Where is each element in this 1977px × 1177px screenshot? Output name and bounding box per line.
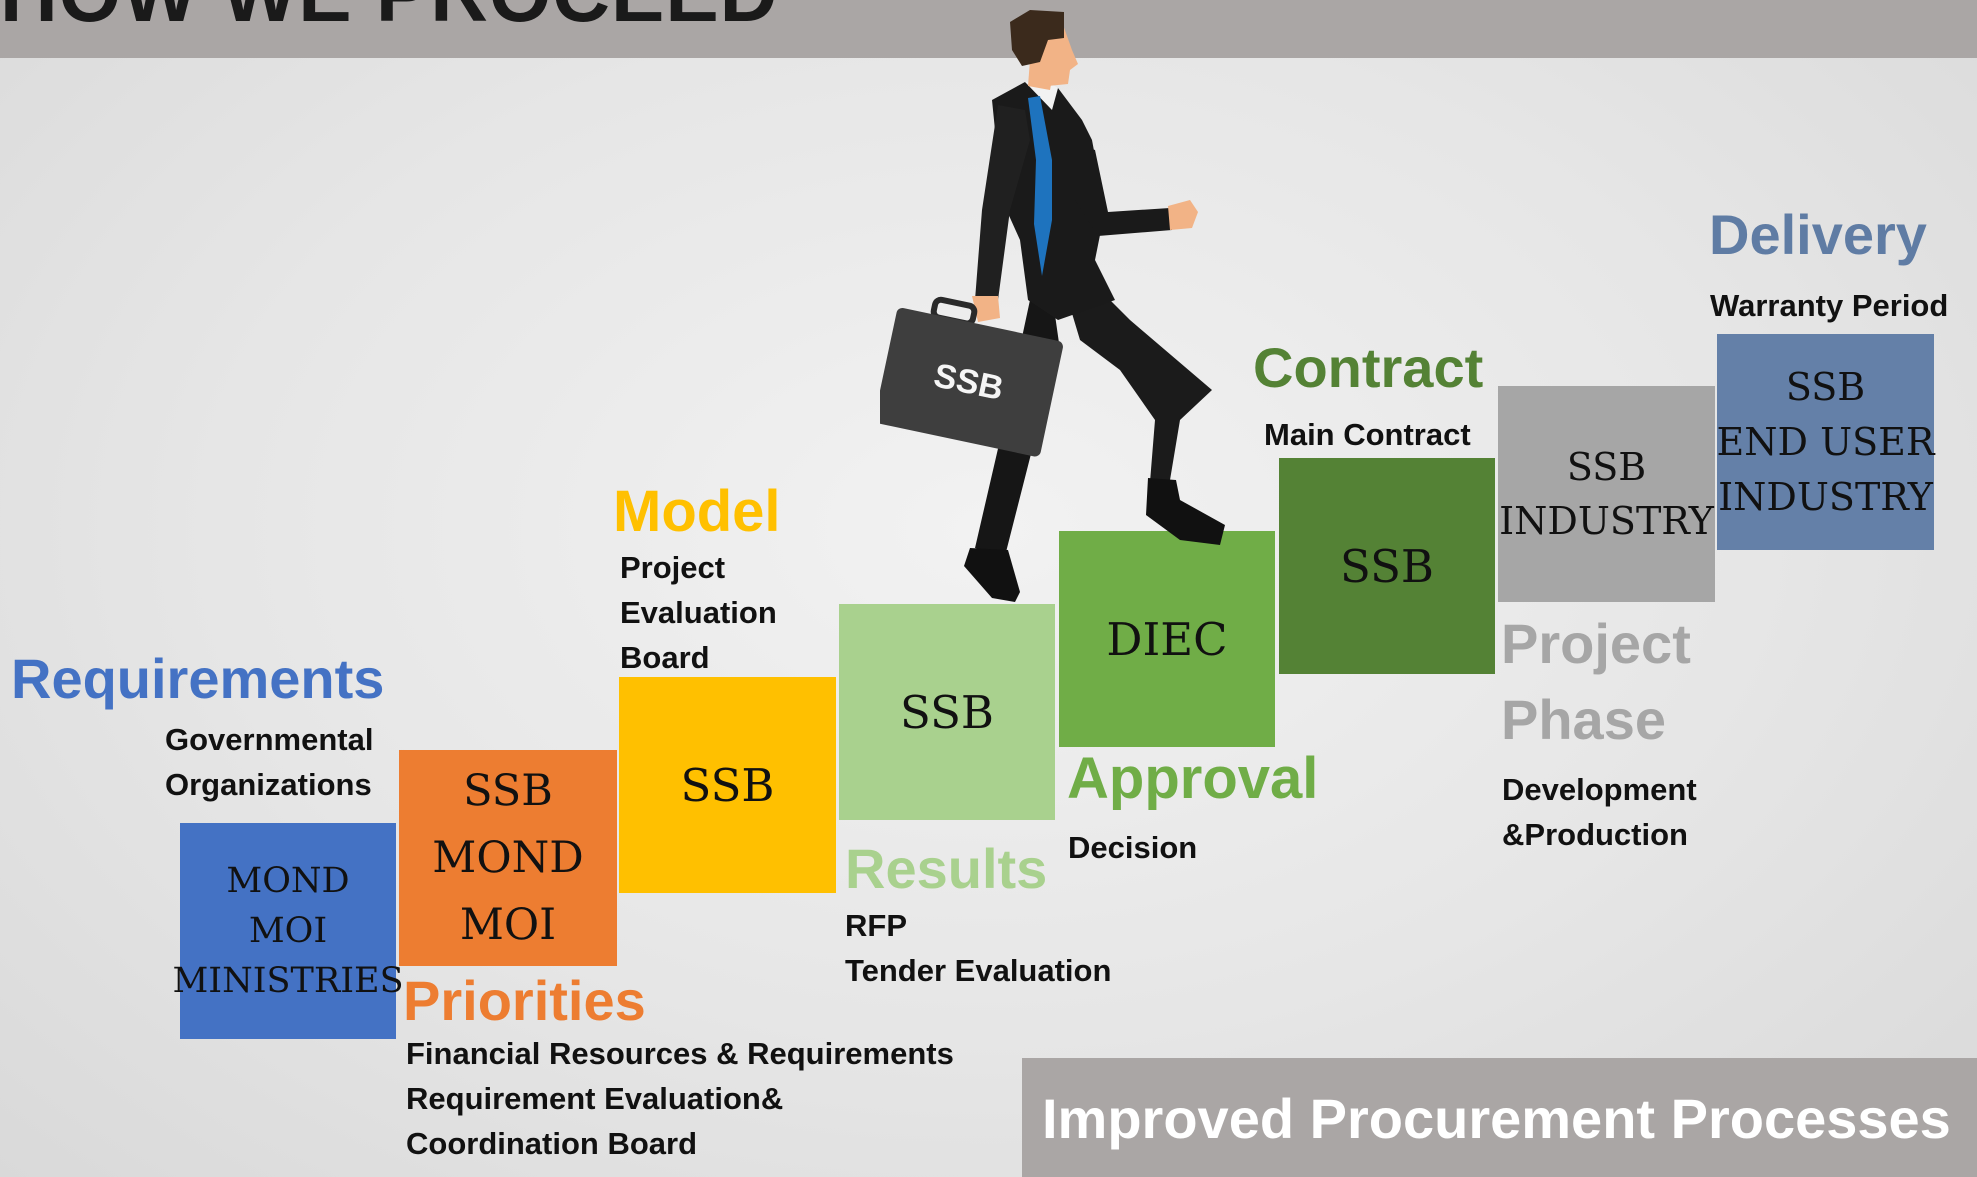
sub-line: Evaluation (620, 595, 777, 630)
heading-requirements: Requirements (11, 647, 385, 710)
heading-model: Model (613, 479, 781, 544)
heading-results: Results (845, 837, 1048, 900)
sub-line: Requirement Evaluation& (406, 1081, 784, 1116)
figure-back-hand (972, 296, 1000, 322)
figure-back-arm (975, 105, 1030, 300)
step-box-results: SSB (839, 604, 1055, 820)
heading-project-phase: Project Phase (1501, 606, 1691, 758)
heading-approval: Approval (1067, 746, 1319, 811)
sub-results: RFP Tender Evaluation (845, 903, 1111, 993)
sub-line: Governmental (165, 722, 374, 757)
sub-line: Organizations (165, 767, 372, 802)
step-box-approval: DIEC (1059, 531, 1275, 747)
box-text-line: SSB (900, 685, 994, 739)
step-box-delivery: SSB END USER INDUSTRY (1717, 334, 1934, 550)
box-text-line: MINISTRIES (172, 961, 404, 1001)
box-text-line: DIEC (1106, 612, 1228, 666)
figure-front-leg (1065, 290, 1212, 482)
sub-model: Project Evaluation Board (620, 545, 777, 680)
figure-front-shoe (1146, 478, 1225, 545)
box-text-line: END USER (1716, 419, 1935, 464)
step-box-contract: SSB (1279, 458, 1495, 674)
sub-requirements: Governmental Organizations (165, 717, 373, 807)
briefcase: SSB (880, 296, 1063, 457)
sub-priorities: Financial Resources & Requirements Requi… (406, 1031, 954, 1166)
sub-line: Warranty Period (1710, 288, 1949, 323)
businessman-figure: SSB (880, 10, 1225, 602)
sub-line: Main Contract (1264, 417, 1471, 452)
box-text-line: SSB (680, 758, 775, 812)
briefcase-body (880, 307, 1063, 457)
sub-line: &Production (1502, 817, 1688, 852)
box-text-line: MOI (248, 911, 328, 951)
box-text-line: SSB (1785, 364, 1866, 409)
sub-line: Project (620, 550, 726, 585)
sub-line: Coordination Board (406, 1126, 698, 1161)
sub-line: Tender Evaluation (845, 953, 1112, 988)
heading-delivery: Delivery (1709, 203, 1927, 266)
heading-priorities: Priorities (403, 969, 646, 1032)
box-text-line: MOND (226, 861, 350, 901)
sub-line: Development (1502, 772, 1697, 807)
footer-banner: Improved Procurement Processes (1022, 1058, 1977, 1177)
figure-back-shoe (964, 548, 1020, 602)
box-text-line: MOI (459, 899, 557, 950)
box-text-line: MOND (432, 832, 584, 883)
figure-tie (1028, 96, 1052, 276)
sub-line: Decision (1068, 830, 1198, 865)
sub-delivery: Warranty Period (1710, 283, 1948, 328)
box-text-line: INDUSTRY (1499, 499, 1714, 543)
page-title: HOW WE PROCEED (0, 0, 778, 40)
title-bar: HOW WE PROCEED (0, 0, 1977, 58)
figure-front-arm (1065, 140, 1172, 236)
box-text-line: SSB (463, 765, 553, 816)
step-box-model: SSB (619, 677, 836, 893)
footer-text: Improved Procurement Processes (1042, 1087, 1951, 1150)
step-box-requirements: MOND MOI MINISTRIES (172, 823, 404, 1039)
step-box-priorities: SSB MOND MOI (399, 750, 617, 966)
sub-project-phase: Development &Production (1502, 767, 1697, 857)
sub-contract: Main Contract (1264, 412, 1471, 457)
box-text-line: SSB (1566, 445, 1647, 489)
sub-line: Financial Resources & Requirements (406, 1036, 954, 1071)
figure-front-hand (1168, 200, 1198, 230)
heading-line: Project (1501, 612, 1691, 675)
step-box-project-phase: SSB INDUSTRY (1498, 386, 1715, 602)
box-text-line: INDUSTRY (1718, 474, 1933, 519)
sub-approval: Decision (1068, 825, 1197, 870)
box-text-line: SSB (1340, 539, 1434, 593)
figure-hair (1010, 10, 1064, 66)
heading-line: Phase (1501, 688, 1666, 751)
sub-line: RFP (845, 908, 907, 943)
sub-line: Board (620, 640, 710, 675)
heading-contract: Contract (1253, 336, 1484, 399)
